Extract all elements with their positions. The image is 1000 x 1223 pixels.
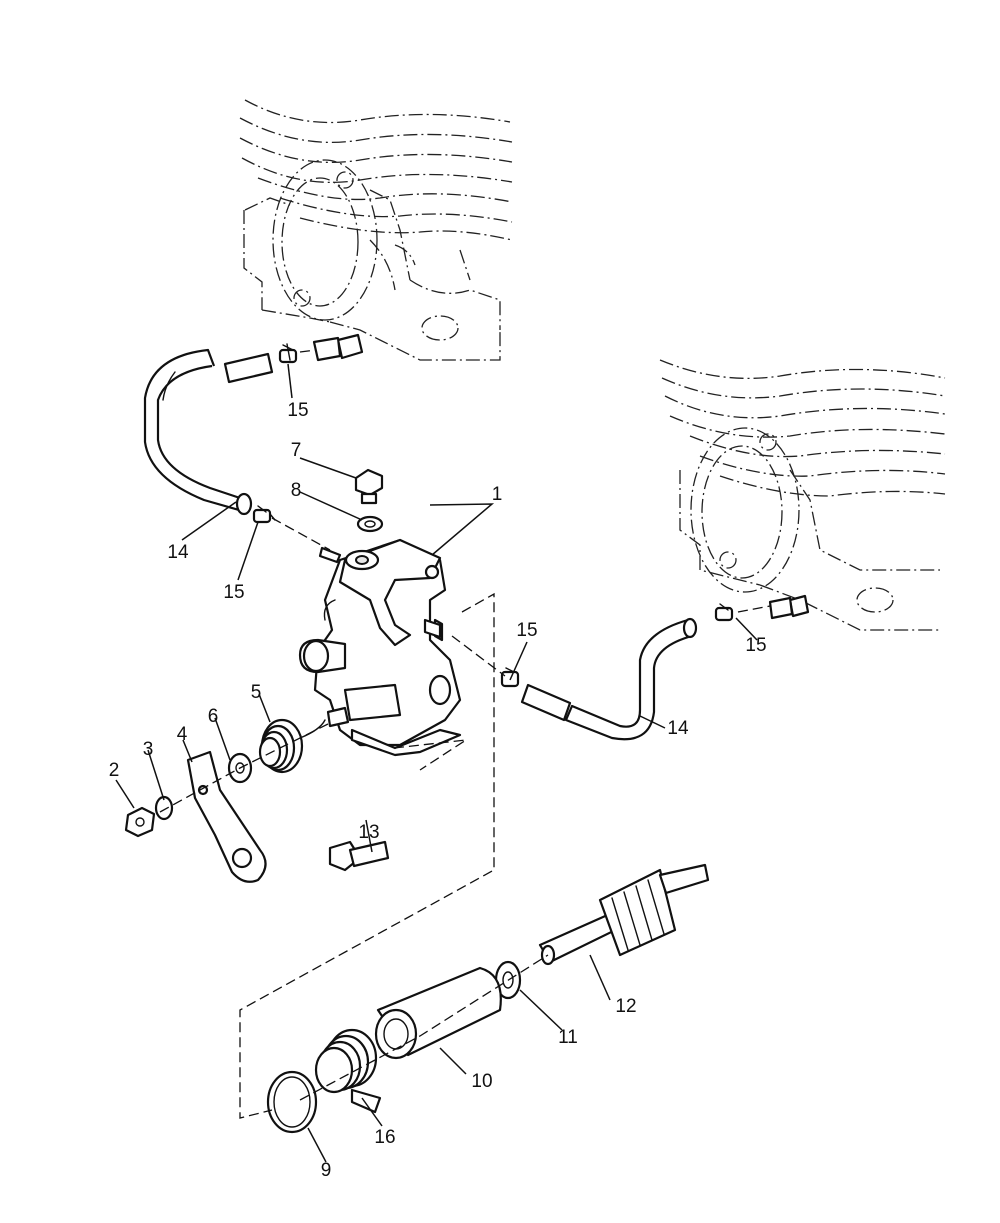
callout-15-upper: 15: [287, 400, 308, 421]
callout-11: 11: [558, 1027, 578, 1048]
hose-clamp-right-pump: [500, 667, 520, 688]
hose-clamp-right-cylinder: [714, 603, 734, 622]
callout-15-right-pump: 15: [516, 620, 537, 641]
callout-8: 8: [291, 480, 302, 501]
callout-5: 5: [251, 682, 262, 703]
callout-13: 13: [358, 822, 379, 843]
right-cylinder-phantom: [659, 359, 946, 631]
drive-shaft-12: [538, 863, 710, 966]
washer-8: [356, 515, 384, 533]
callout-14-right: 14: [667, 718, 689, 739]
bolt-13: [328, 840, 390, 872]
hose-clamp-left: [252, 505, 276, 524]
circlip-9: [266, 1070, 318, 1134]
callout-10: 10: [471, 1071, 492, 1092]
assembly-boundary-line-lower: [393, 739, 467, 771]
lever-4: [186, 750, 267, 883]
callout-7: 7: [291, 440, 302, 461]
callout-2: 2: [109, 760, 120, 781]
centerline-lever: [159, 723, 329, 813]
callout-12: 12: [615, 996, 636, 1017]
spring-5: [258, 718, 326, 774]
callout-1: 1: [492, 484, 503, 505]
spring-16: [314, 1028, 382, 1114]
upper-cylinder-phantom: [239, 99, 513, 362]
leader-lines: [115, 363, 758, 1163]
centerline-right: [451, 605, 771, 677]
right-oil-hose: [520, 617, 698, 741]
callout-16: 16: [374, 1127, 395, 1148]
centerline-upper: [271, 349, 331, 551]
bolt-7: [354, 468, 384, 505]
assembly-boundary-line: [239, 592, 495, 1119]
nut-2: [124, 806, 156, 838]
callout-6: 6: [208, 706, 219, 727]
hose-clamp-upper: [278, 343, 298, 364]
centerline-shaft: [299, 954, 549, 1101]
callout-15-left: 15: [223, 582, 244, 603]
callout-9: 9: [321, 1160, 332, 1181]
callout-3: 3: [143, 739, 154, 760]
sleeve-10: [374, 966, 502, 1060]
callout-14-left: 14: [167, 542, 189, 563]
upper-oil-hose: [143, 348, 274, 516]
callout-4: 4: [177, 724, 188, 745]
callout-15-right-cylinder: 15: [745, 635, 766, 656]
lock-washer-3: [154, 795, 174, 821]
